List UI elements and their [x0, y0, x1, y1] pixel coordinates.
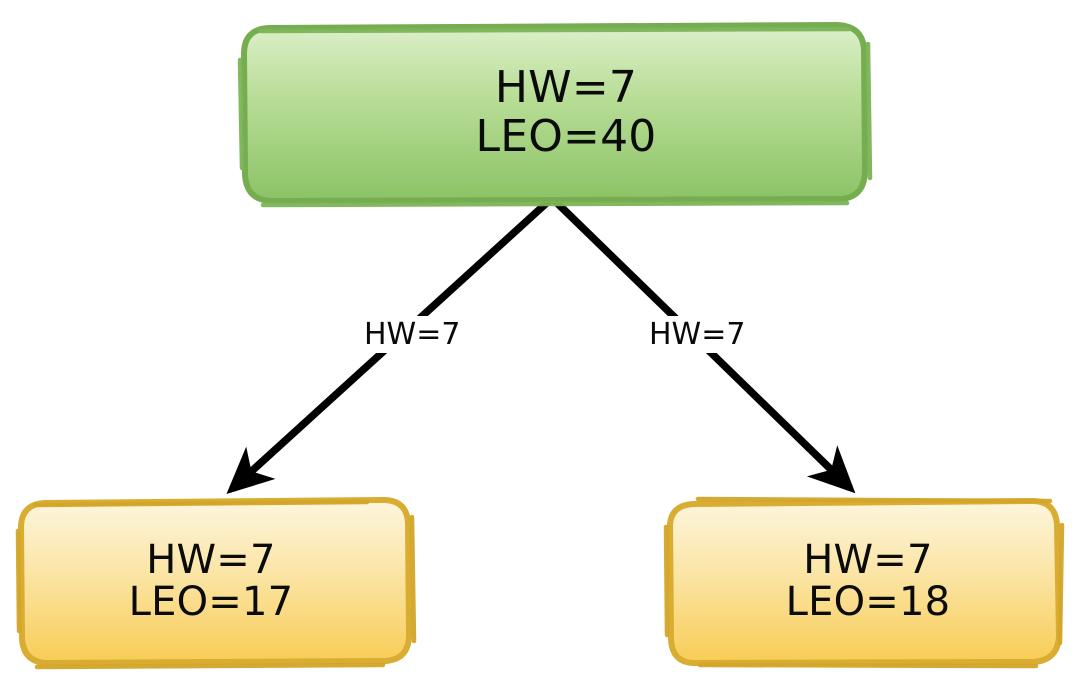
tree-node-root[interactable]: HW=7 LEO=40: [237, 20, 873, 208]
right-child-node-shape: [663, 496, 1065, 669]
edge-label-left: HW=7: [360, 316, 465, 353]
root-node-line2: LEO=40: [475, 111, 657, 162]
tree-node-right-child[interactable]: HW=7 LEO=18: [663, 495, 1065, 669]
right-child-node-line1: HW=7: [803, 536, 933, 583]
root-node-line1: HW=7: [494, 62, 638, 114]
root-node-text: HW=7 LEO=40: [475, 65, 656, 160]
left-child-node-line1: HW=7: [146, 536, 276, 583]
left-child-node-shape: [15, 497, 417, 670]
left-child-node-text: HW=7 LEO=17: [128, 536, 294, 625]
right-child-node-line2: LEO=18: [785, 579, 951, 625]
right-child-node-text: HW=7 LEO=18: [785, 536, 951, 625]
root-node-shape: [237, 22, 873, 208]
left-child-node-line2: LEO=17: [128, 579, 294, 625]
edge-label-right: HW=7: [645, 316, 750, 353]
tree-node-left-child[interactable]: HW=7 LEO=17: [15, 495, 417, 670]
